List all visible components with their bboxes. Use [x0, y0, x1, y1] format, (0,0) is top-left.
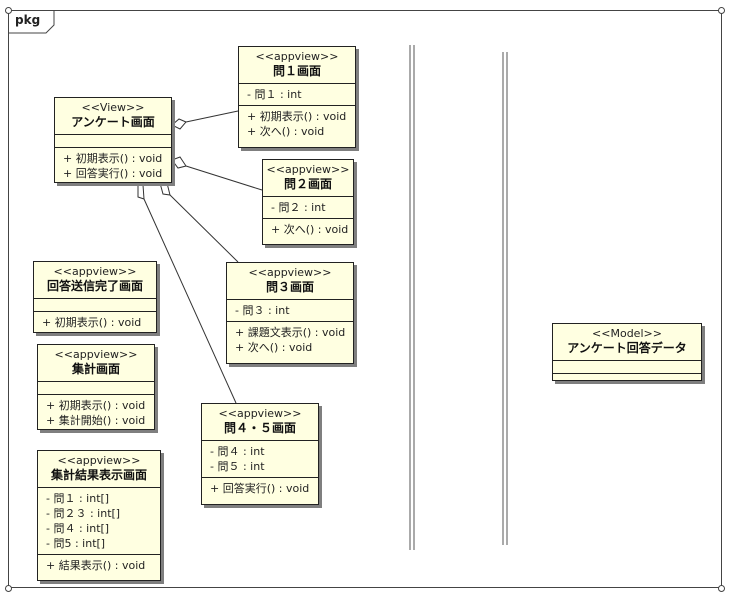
- package-tab: [8, 10, 55, 34]
- diamond-anketo-q3: [159, 182, 171, 196]
- class-operations: [553, 374, 701, 386]
- class-name: 問４・５画面: [223, 421, 296, 435]
- class-operation[interactable]: + 集計開始() : void: [46, 414, 146, 427]
- class-q2-view[interactable]: <<appview>>問２画面 - 問２ : int + 次へ() : void: [262, 159, 354, 245]
- class-operation[interactable]: + 初期表示() : void: [247, 110, 347, 123]
- class-operations: + 初期表示() : void + 回答実行() : void: [55, 148, 171, 184]
- class-operations: + 初期表示() : void: [34, 312, 156, 333]
- link-anketo-q1: [185, 110, 239, 123]
- class-name: アンケート回答データ: [567, 341, 687, 355]
- class-name: アンケート画面: [71, 115, 155, 129]
- class-name: 回答送信完了画面: [46, 279, 143, 293]
- class-stereotype: <<Model>>: [592, 327, 662, 340]
- class-attribute[interactable]: - 問４ : int: [210, 445, 265, 458]
- class-name: 集計結果表示画面: [50, 468, 147, 482]
- class-sent-view[interactable]: <<appview>>回答送信完了画面 + 初期表示() : void: [33, 261, 157, 333]
- class-operation[interactable]: + 課題文表示() : void: [235, 326, 346, 339]
- class-q3-view[interactable]: <<appview>>問３画面 - 問３ : int + 課題文表示() : voi…: [226, 262, 354, 364]
- class-header: <<appview>>問２画面: [263, 160, 353, 197]
- class-attributes: - 問３ : int: [227, 300, 353, 322]
- class-attributes: [38, 382, 154, 395]
- class-attributes: [553, 361, 701, 374]
- class-stereotype: <<appview>>: [248, 266, 332, 279]
- class-attributes: - 問２ : int: [263, 197, 353, 219]
- class-header: <<appview>>問１画面: [239, 47, 355, 84]
- class-operation[interactable]: + 回答実行() : void: [210, 482, 310, 495]
- class-attributes: - 問１ : int: [239, 84, 355, 106]
- class-header: <<Model>>アンケート回答データ: [553, 324, 701, 361]
- class-attribute[interactable]: - 問１ : int: [247, 88, 302, 101]
- class-operation[interactable]: + 次へ() : void: [271, 223, 349, 236]
- class-stereotype: <<View>>: [81, 101, 145, 114]
- class-q45-view[interactable]: <<appview>>問４・５画面 - 問４ : int - 問５ : int + 回…: [201, 403, 319, 505]
- class-header: <<appview>>集計画面: [38, 345, 154, 382]
- class-attributes: - 問１ : int[] - 問２３ : int[] - 問４ : int[] - 問…: [38, 488, 160, 555]
- class-agg-view[interactable]: <<appview>>集計画面 + 初期表示() : void + 集計開始() :…: [37, 344, 155, 430]
- class-stereotype: <<appview>>: [53, 265, 137, 278]
- class-operations: + 課題文表示() : void + 次へ() : void: [227, 322, 353, 358]
- diamond-anketo-q45: [137, 184, 145, 200]
- class-operations: + 回答実行() : void: [202, 478, 318, 499]
- diamond-anketo-q2: [171, 156, 187, 169]
- class-model[interactable]: <<Model>>アンケート回答データ: [552, 323, 702, 381]
- class-name: 問２画面: [283, 177, 332, 191]
- class-operations: + 次へ() : void: [263, 219, 353, 240]
- frame-corner-bottom-right[interactable]: [718, 585, 725, 592]
- diamond-anketo-q1: [171, 118, 187, 130]
- class-header: <<appview>>集計結果表示画面: [38, 451, 160, 488]
- class-stereotype: <<appview>>: [255, 50, 339, 63]
- frame-corner-top-right[interactable]: [718, 7, 725, 14]
- class-result-view[interactable]: <<appview>>集計結果表示画面 - 問１ : int[] - 問２３ : i…: [37, 450, 161, 581]
- frame-corner-top-left[interactable]: [5, 7, 12, 14]
- class-stereotype: <<appview>>: [57, 454, 141, 467]
- class-name: 問１画面: [272, 64, 321, 78]
- frame-corner-bottom-left[interactable]: [5, 585, 12, 592]
- class-attributes: - 問４ : int - 問５ : int: [202, 441, 318, 478]
- class-attribute[interactable]: - 問２ : int: [271, 201, 326, 214]
- link-anketo-q45: [143, 198, 237, 404]
- class-q1-view[interactable]: <<appview>>問１画面 - 問１ : int + 初期表示() : void…: [238, 46, 356, 148]
- class-operation[interactable]: + 回答実行() : void: [63, 167, 163, 180]
- class-stereotype: <<appview>>: [266, 163, 350, 176]
- class-attributes: [55, 135, 171, 148]
- link-anketo-q3: [169, 194, 239, 263]
- class-operation[interactable]: + 結果表示() : void: [46, 559, 146, 572]
- class-operation[interactable]: + 次へ() : void: [247, 125, 325, 138]
- class-attribute[interactable]: - 問４ : int[]: [46, 522, 110, 535]
- class-header: <<appview>>問４・５画面: [202, 404, 318, 441]
- class-stereotype: <<appview>>: [54, 348, 138, 361]
- link-anketo-q2: [185, 165, 263, 191]
- class-operation[interactable]: + 初期表示() : void: [42, 316, 142, 329]
- class-attribute[interactable]: - 問５ : int: [210, 460, 265, 473]
- class-operations: + 初期表示() : void + 集計開始() : void: [38, 395, 154, 431]
- class-operation[interactable]: + 次へ() : void: [235, 341, 313, 354]
- class-anketo-view[interactable]: <<View>>アンケート画面 + 初期表示() : void + 回答実行() :…: [54, 97, 172, 183]
- class-operation[interactable]: + 初期表示() : void: [46, 399, 146, 412]
- class-operation[interactable]: + 初期表示() : void: [63, 152, 163, 165]
- class-attribute[interactable]: - 問２３ : int[]: [46, 507, 121, 520]
- class-name: 問３画面: [265, 280, 314, 294]
- class-operations: + 結果表示() : void: [38, 555, 160, 576]
- class-header: <<View>>アンケート画面: [55, 98, 171, 135]
- class-attribute[interactable]: - 問３ : int: [235, 304, 290, 317]
- class-operations: + 初期表示() : void + 次へ() : void: [239, 106, 355, 142]
- class-name: 集計画面: [71, 362, 120, 376]
- class-header: <<appview>>問３画面: [227, 263, 353, 300]
- package-label: pkg: [15, 13, 41, 27]
- class-attribute[interactable]: - 問１ : int[]: [46, 492, 110, 505]
- class-stereotype: <<appview>>: [218, 407, 302, 420]
- class-attributes: [34, 299, 156, 312]
- class-attribute[interactable]: - 問5 : int[]: [46, 537, 106, 550]
- class-header: <<appview>>回答送信完了画面: [34, 262, 156, 299]
